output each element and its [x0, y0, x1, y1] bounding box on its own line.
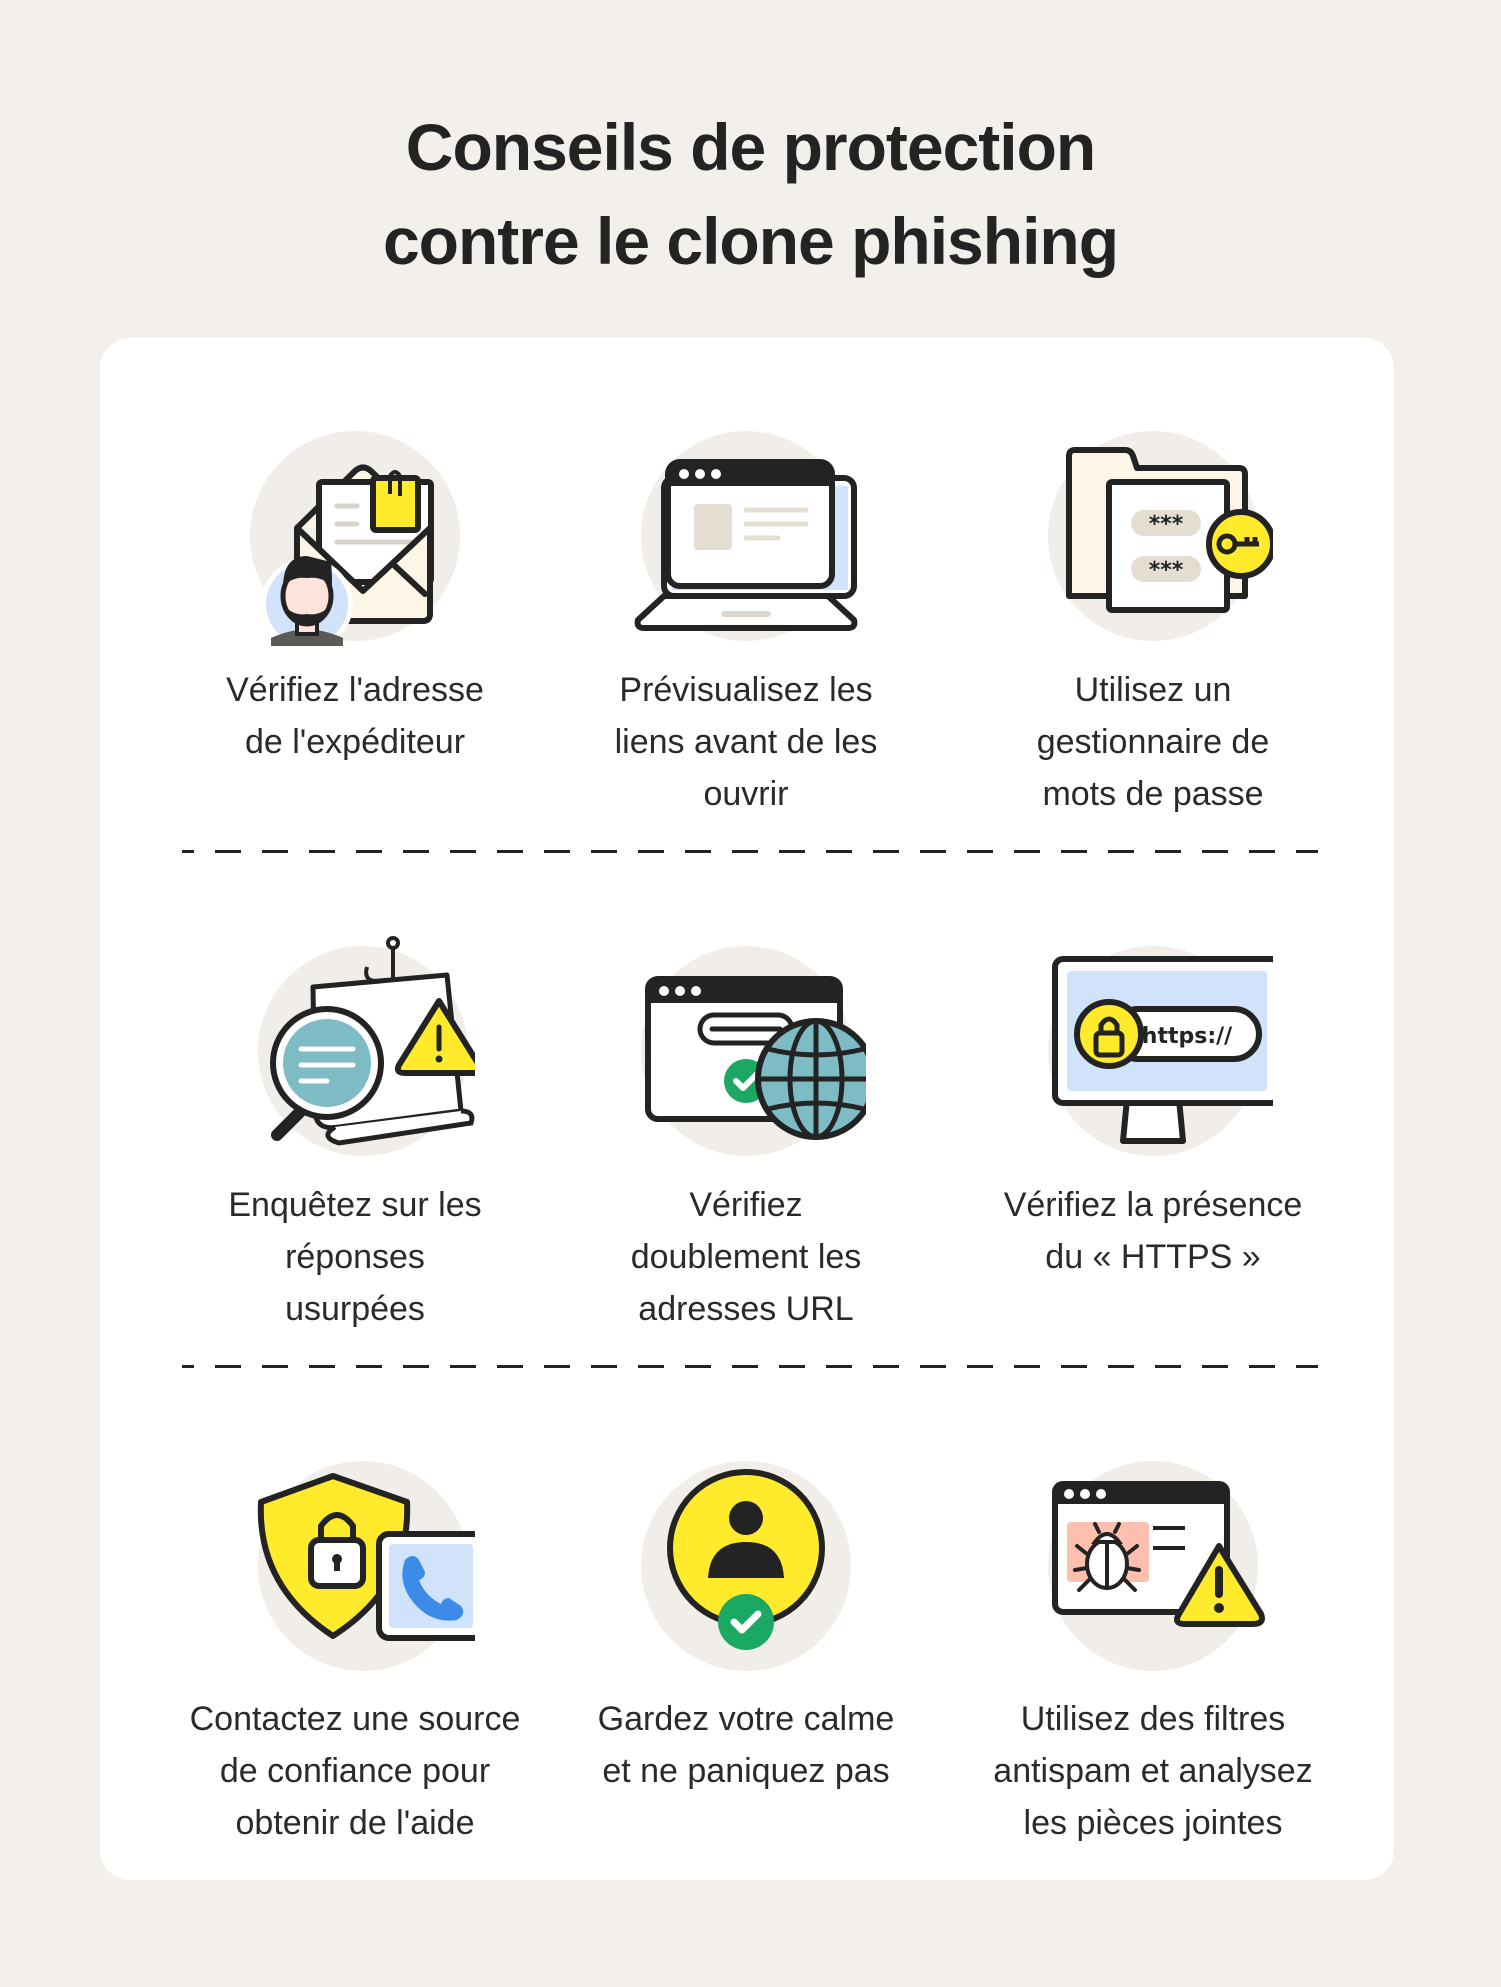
https-badge-text: https:// [1142, 1024, 1233, 1049]
row-divider-1 [182, 850, 1318, 853]
https-monitor-icon: https:// [1033, 931, 1273, 1171]
password-mask-2: *** [1149, 558, 1184, 583]
tip-text-contact-trusted-source: Contactez une source de confiance pour o… [189, 1700, 521, 1842]
page-title: Conseils de protection contre le clone p… [0, 100, 1501, 288]
tip-text-check-https: Vérifiez la présence du « HTTPS » [1003, 1186, 1303, 1276]
title-line-2: contre le clone phishing [382, 204, 1119, 278]
password-mask-1: *** [1149, 512, 1184, 537]
bug-warning-icon [1033, 1446, 1273, 1686]
tip-text-password-manager: Utilisez un gestionnaire de mots de pass… [1036, 671, 1270, 813]
tip-text-antispam-filters: Utilisez des filtres antispam et analyse… [993, 1700, 1313, 1842]
password-manager-icon: *** *** [1033, 416, 1273, 656]
calm-user-check-icon [626, 1446, 866, 1686]
envelope-sender-icon [235, 416, 475, 656]
shield-phone-icon [235, 1446, 475, 1686]
laptop-preview-icon [626, 416, 866, 656]
tips-card: Vérifiez l'adresse de l'expéditeur Prévi… [100, 338, 1394, 1880]
tip-text-double-check-urls: Vérifiez doublement les adresses URL [630, 1186, 862, 1328]
tip-text-stay-calm: Gardez votre calme et ne paniquez pas [597, 1700, 895, 1790]
tip-text-investigate-replies: Enquêtez sur les réponses usurpées [228, 1186, 482, 1328]
row-divider-2 [182, 1365, 1318, 1368]
tip-text-preview-links: Prévisualisez les liens avant de les ouv… [614, 671, 878, 813]
tip-text-verify-sender: Vérifiez l'adresse de l'expéditeur [226, 671, 484, 761]
title-line-1: Conseils de protection [405, 110, 1096, 184]
url-check-globe-icon [626, 931, 866, 1171]
phishing-investigate-icon [235, 931, 475, 1171]
